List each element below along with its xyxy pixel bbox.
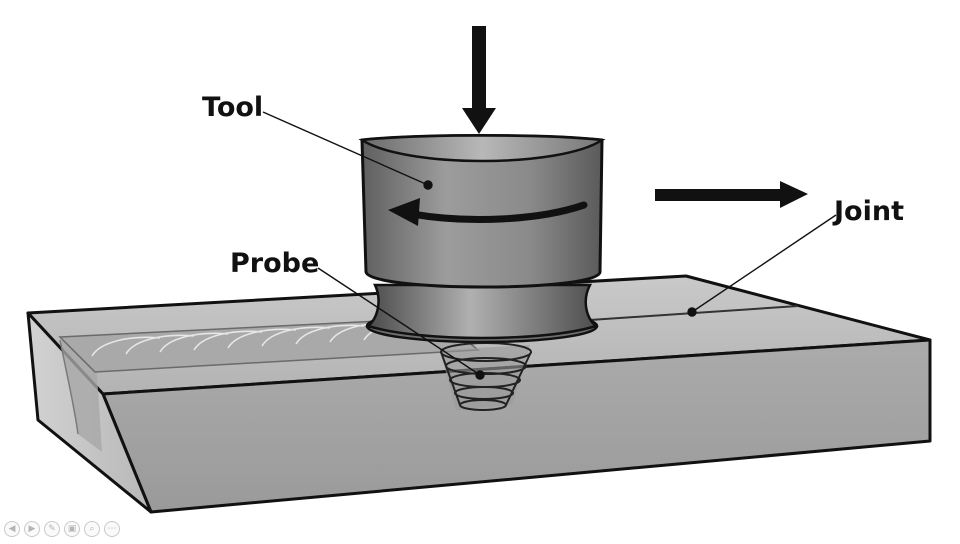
tool-neck [365,283,599,340]
probe-leader-dot [475,370,485,380]
probe-label: Probe [230,248,320,279]
tool [358,134,606,344]
traverse-direction-arrow [655,181,808,208]
weld-ripples [91,320,433,357]
rotation-arrow [408,201,588,223]
rotation-arrowhead [388,198,420,226]
workpiece-plate [26,274,932,514]
probe-leader [317,267,481,376]
pen-icon[interactable]: ✎ [44,521,60,537]
more-icon[interactable]: ⋯ [104,521,120,537]
weld-section-edge [59,339,79,435]
probe [440,342,532,411]
joint-leader [691,214,837,313]
zoom-icon[interactable]: ⌕ [84,521,100,537]
joint-label: Joint [834,196,904,227]
slides-icon[interactable]: ▣ [64,521,80,537]
joint-leader-dot [687,307,697,317]
downward-force-arrow [462,26,496,134]
tool-leader-dot [423,180,433,190]
leader-lines [262,111,837,380]
tool-leader [262,111,429,186]
tool-label: Tool [202,92,264,123]
previous-icon[interactable]: ◀ [4,521,20,537]
next-icon[interactable]: ▶ [24,521,40,537]
tool-top-surface [358,134,606,163]
slideshow-controls: ◀ ▶ ✎ ▣ ⌕ ⋯ [4,521,120,539]
